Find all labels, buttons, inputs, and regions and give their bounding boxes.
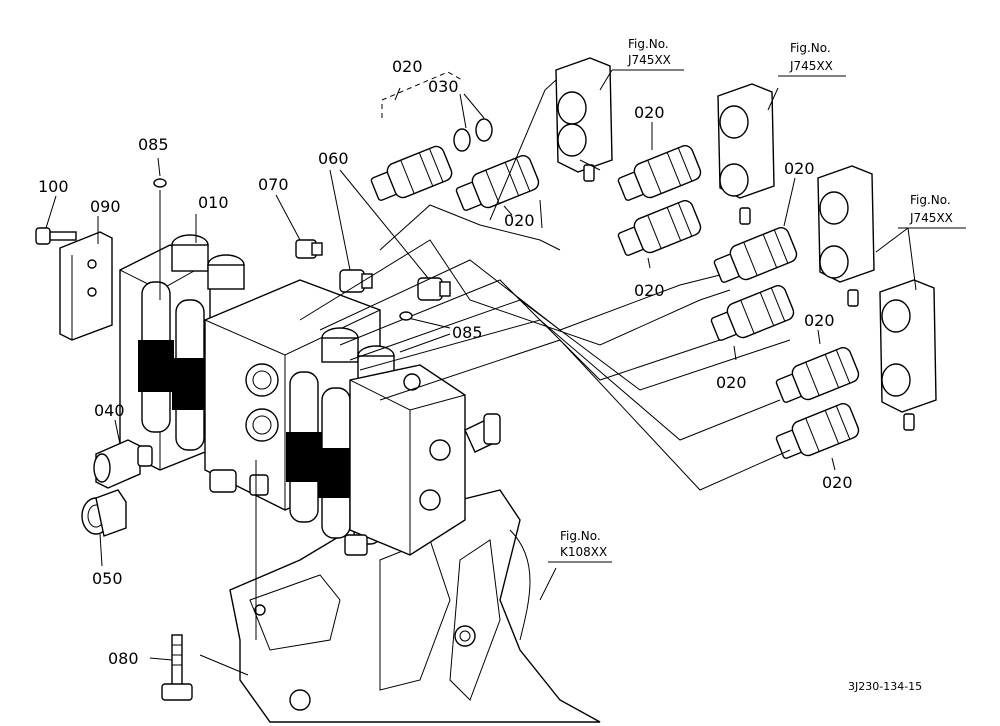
fig-ref-j745-1: Fig.No. J745XX (612, 37, 684, 71)
part-label-090: 090 (90, 197, 121, 216)
fitting-070 (295, 239, 323, 259)
coupler-housing-2 (717, 83, 775, 225)
coupler-housing-3 (817, 165, 875, 307)
part-label-020-f: 020 (716, 373, 747, 392)
part-label-040: 040 (94, 401, 125, 420)
part-label-020-b: 020 (504, 211, 535, 230)
plug-050 (81, 489, 127, 537)
fig-ref-label: Fig.No. (560, 529, 601, 543)
part-label-050: 050 (92, 569, 123, 588)
fig-ref-number: J745XX (627, 53, 671, 67)
fig-ref-label: Fig.No. (910, 193, 951, 207)
bolt-100 (35, 227, 77, 245)
coupler-020-g (775, 347, 860, 403)
label-leaders (45, 69, 917, 661)
coupler-020-c (617, 145, 702, 201)
plug-040 (93, 439, 153, 489)
drawing-code: 3J230-134-15 (848, 680, 922, 693)
part-label-020-top: 020 (392, 57, 423, 76)
group-bracket (381, 71, 463, 118)
part-label-030: 030 (428, 77, 459, 96)
fig-ref-number: J745XX (789, 59, 833, 73)
o-ring-030-b (475, 118, 493, 142)
part-label-020-e: 020 (784, 159, 815, 178)
part-label-060: 060 (318, 149, 349, 168)
control-valve-assembly (119, 234, 501, 556)
coupler-020-d (617, 200, 702, 256)
fig-ref-number: J745XX (909, 211, 953, 225)
part-label-070: 070 (258, 175, 289, 194)
fig-ref-k108: Fig.No. K108XX (548, 529, 612, 563)
fitting-060-b (417, 277, 451, 301)
mounting-plate (59, 231, 113, 341)
coupler-020-b (455, 155, 540, 211)
stud-bolt-080 (161, 634, 193, 701)
part-label-080: 080 (108, 649, 139, 668)
part-label-100: 100 (38, 177, 69, 196)
fig-ref-j745-2: Fig.No. J745XX (778, 41, 846, 77)
fitting-060-a (339, 269, 373, 293)
fig-ref-label: Fig.No. (790, 41, 831, 55)
fig-ref-label: Fig.No. (628, 37, 669, 51)
part-label-020-c: 020 (634, 103, 665, 122)
part-label-020-h: 020 (822, 473, 853, 492)
part-label-020-g: 020 (804, 311, 835, 330)
coupler-020-f (710, 285, 795, 341)
coupler-020-e (713, 227, 798, 283)
coupler-housing-1 (555, 57, 613, 182)
part-label-010: 010 (198, 193, 229, 212)
part-label-085-b: 085 (452, 323, 483, 342)
fig-ref-number: K108XX (560, 545, 607, 559)
part-label-020-d: 020 (634, 281, 665, 300)
coupler-020-a (370, 145, 453, 201)
part-label-085: 085 (138, 135, 169, 154)
o-ring-030-a (453, 128, 471, 152)
coupler-housing-4 (879, 279, 937, 431)
frame-bracket (229, 489, 601, 723)
fig-ref-j745-3: Fig.No. J745XX (898, 193, 966, 229)
coupler-020-h (775, 403, 860, 459)
